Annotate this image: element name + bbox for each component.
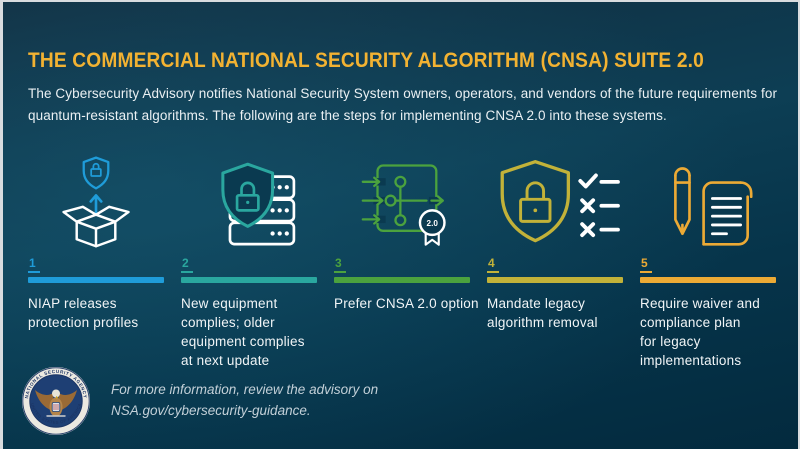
- page-title: THE COMMERCIAL NATIONAL SECURITY ALGORIT…: [28, 48, 704, 72]
- step-2: 2 New equipment complies; older equipmen…: [181, 152, 317, 371]
- footer: NATIONAL SECURITY AGENCY UNITED STATES O…: [21, 366, 378, 436]
- step-number: 3: [334, 257, 346, 273]
- step-3: 2.0 3 Prefer CNSA 2.0 option: [334, 152, 479, 313]
- step-label: Require waiver and compliance plan for l…: [640, 296, 760, 369]
- algorithm-award-icon: 2.0: [361, 164, 446, 246]
- seal-eagle: [35, 389, 77, 417]
- footer-text: For more information, review the advisor…: [111, 382, 379, 418]
- step-number: 5: [640, 257, 652, 273]
- box-shield-icon: [62, 156, 130, 248]
- server-shield-icon: [220, 162, 295, 246]
- step-label: New equipment complies; older equipment …: [181, 296, 305, 369]
- page-subtitle: The Cybersecurity Advisory notifies Nati…: [28, 86, 778, 123]
- step-5: 5 Require waiver and compliance plan for…: [640, 152, 776, 371]
- step-number: 1: [28, 257, 40, 273]
- steps-row: 1 NIAP releases protection profiles: [3, 152, 798, 387]
- step-label: Mandate legacy algorithm removal: [487, 296, 598, 331]
- step-bar: [487, 277, 623, 283]
- badge-text: 2.0: [427, 219, 439, 228]
- step-bar: [334, 277, 470, 283]
- step-4: 4 Mandate legacy algorithm removal: [487, 152, 623, 332]
- step-bar: [640, 277, 776, 283]
- step-1: 1 NIAP releases protection profiles: [28, 152, 164, 332]
- step-number: 2: [181, 257, 193, 273]
- step-bar: [28, 277, 164, 283]
- step-number: 4: [487, 257, 499, 273]
- step-label: NIAP releases protection profiles: [28, 296, 139, 331]
- pen-document-icon: [674, 167, 753, 246]
- shield-checklist-icon: [500, 160, 620, 243]
- nsa-seal: NATIONAL SECURITY AGENCY UNITED STATES O…: [22, 367, 90, 435]
- step-label: Prefer CNSA 2.0 option: [334, 296, 479, 311]
- step-bar: [181, 277, 317, 283]
